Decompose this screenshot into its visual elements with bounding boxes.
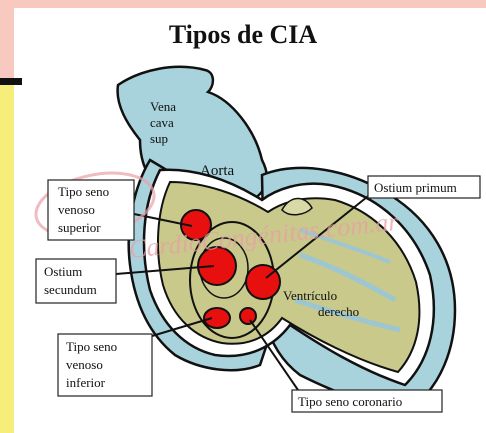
vena-cava-label-1: Vena: [150, 99, 176, 114]
callout-seno-venoso-superior-3: superior: [58, 220, 101, 235]
callout-seno-venoso-inferior-2: venoso: [66, 357, 103, 372]
ventricle-label-2: derecho: [318, 304, 359, 319]
vena-cava-label-3: sup: [150, 131, 168, 146]
vena-cava-label-2: cava: [150, 115, 174, 130]
callout-ostium-secundum-1: Ostium: [44, 264, 82, 279]
callout-ostium-secundum-2: secundum: [44, 282, 97, 297]
callout-seno-venoso-inferior-3: inferior: [66, 375, 106, 390]
defect-seno-coronario: [240, 308, 256, 324]
callout-seno-coronario: Tipo seno coronario: [298, 394, 402, 409]
defect-seno-venoso-inferior: [204, 308, 230, 328]
callout-seno-venoso-inferior-1: Tipo seno: [66, 339, 117, 354]
callout-ostium-primum: Ostium primum: [374, 180, 457, 195]
aorta-label: Aorta: [200, 163, 234, 179]
callout-seno-venoso-superior-1: Tipo seno: [58, 184, 109, 199]
callout-seno-venoso-superior-2: venoso: [58, 202, 95, 217]
ventricle-label-1: Ventrículo: [283, 288, 337, 303]
